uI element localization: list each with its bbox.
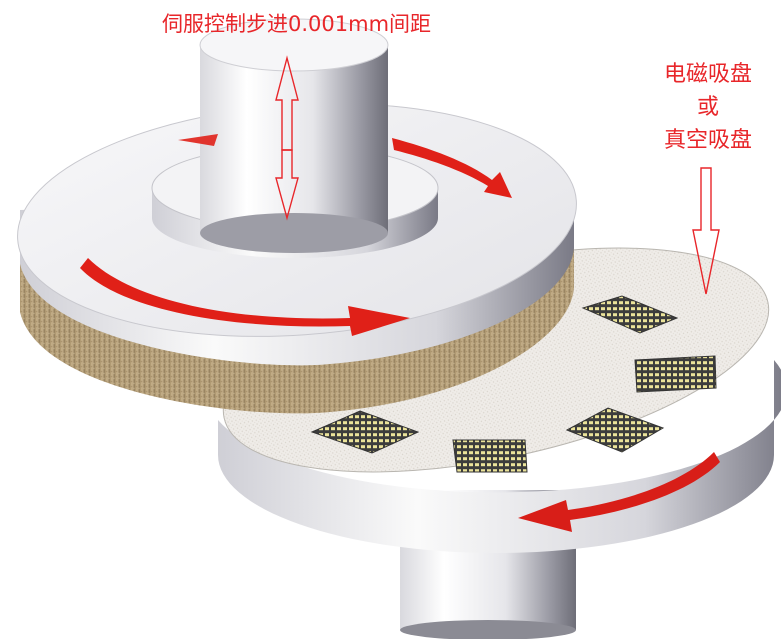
feed-arrow-icon [275,55,299,221]
chuck-label-line-3: 真空吸盘 [663,128,752,153]
chuck-type-label: 电磁吸盘 或 真空吸盘 [648,58,768,157]
rotation-arrow-icon [80,134,512,336]
workpiece-pads [310,295,717,473]
chuck-label-line-1: 电磁吸盘 [663,62,752,87]
chuck-label-line-2: 或 [696,95,719,120]
chuck-rotation-arrow-icon [518,452,720,532]
upper-spindle [199,18,389,253]
down-arrow-icon [692,167,720,295]
feed-step-label: 伺服控制步进0.001mm间距 [162,12,432,36]
